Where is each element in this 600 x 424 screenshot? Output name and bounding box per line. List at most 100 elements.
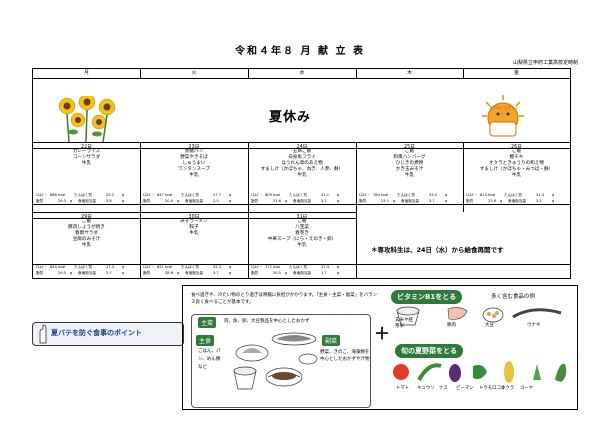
menu-item: ご飯: [404, 149, 415, 154]
nutrition-energy: ｴﾈﾙｷﾞｰ: [143, 193, 154, 197]
nutrition-kcal: kcal: [165, 265, 173, 269]
menu-item: ワンタンスープ: [178, 167, 210, 172]
menu-item: 牛乳: [81, 161, 92, 166]
nutrition-prot: 31.3: [213, 265, 222, 269]
nutrition-g1: g: [337, 193, 340, 197]
vitamin-food-2: 豚肉: [447, 323, 456, 328]
day-number: 25日: [404, 145, 415, 150]
vegetable-name: ナス: [439, 386, 448, 391]
menu-item: 豚肉しょうが焼き: [68, 225, 105, 230]
menu-item: 牛乳: [297, 173, 307, 178]
weekday-tue: 火: [140, 69, 248, 79]
nutrition-energy: ｴﾈﾙｷﾞｰ: [251, 265, 262, 269]
nutrition-energy: ｴﾈﾙｷﾞｰ: [359, 193, 370, 197]
menu-item: オクラときゅうりの和え物: [488, 161, 545, 166]
tips-banner-text: 夏バテを防ぐ食事のポイント: [51, 329, 142, 337]
vegetable-name: ゴーヤ: [520, 386, 534, 391]
nutrition-saltv: 3.7: [429, 199, 435, 203]
nutrition-salt: 食塩相当量: [293, 199, 311, 203]
vegetable-name: オクラ: [501, 386, 515, 391]
nutrition-fatv: 29.5: [58, 271, 67, 275]
menu-item: 牛乳: [189, 231, 199, 236]
day-number: 29日: [81, 215, 92, 220]
nutrition-protein: たんぱく質: [289, 265, 307, 269]
nutrition-salt: 食塩相当量: [508, 199, 526, 203]
nutrition-g1: g: [229, 193, 232, 197]
school-name: 山梨県立甲府工業高校定時制: [512, 60, 578, 66]
weekday-mon: 月: [33, 69, 140, 79]
balanced-meal-panel: 主菜 肉、魚、卵、大豆製品を中心としたおかず 主食 ごはん、パン、めん類など 副…: [191, 314, 371, 408]
vegetable-name: キュウリ: [417, 386, 435, 391]
vegetable-name: トウモロコシ: [479, 386, 506, 391]
nutrition-fatv: 20.5: [273, 271, 282, 275]
vitamin-food-3: 大豆: [485, 323, 494, 328]
nutrition-fat: 脂質: [36, 271, 44, 275]
vitamin-subtitle: 多く含む食品の例: [491, 294, 536, 300]
nutrition-g1: g: [337, 265, 340, 269]
menu-item: かき玉みそ汁: [395, 167, 424, 172]
nutrition-fat: 脂質: [251, 199, 259, 203]
nutrition-energy: ｴﾈﾙｷﾞｰ: [466, 193, 477, 197]
nutrition-prot: 31.3: [536, 193, 545, 197]
menu-item: 五目ご飯: [292, 149, 312, 154]
menu-item: 春巻き: [295, 231, 309, 236]
nutrition-fatv: 20.9: [165, 199, 174, 203]
nutrition-saltv: 2.8: [106, 199, 112, 203]
energy-value: 813: [480, 193, 487, 197]
nutrition-prot: 27.3: [106, 265, 115, 269]
nutrition-g2: g: [177, 199, 180, 203]
nutrition-saltv: 3.7: [213, 271, 219, 275]
vegetable-name: トマト: [396, 386, 410, 391]
menu-list: ご飯八宝菜春巻き中華スープ（にら・えのき・卵）牛乳: [248, 219, 356, 249]
nutrition-kcal: kcal: [381, 193, 389, 197]
menu-list: みそラーメン餃子牛乳: [140, 219, 248, 237]
nutrition-g2: g: [70, 199, 73, 203]
energy-value: 847: [157, 193, 164, 197]
weekday-wed: 水: [248, 69, 356, 79]
menu-list: ご飯和風ハンバーグひじきの煮物かき玉みそ汁牛乳: [356, 149, 463, 179]
menu-item: 牛乳: [81, 243, 92, 248]
menu-list: 五目ご飯白身魚フライほうれん草のあえ物すましけ（かぼちゃ、ねぎ、人参、麩）牛乳: [248, 149, 356, 179]
nutrition-prot: 27.4: [321, 265, 330, 269]
menu-item: 八宝菜: [295, 225, 309, 230]
menu-item: ひじきの煮物: [395, 161, 424, 166]
menu-list: カレーライスコーンサラダ牛乳: [33, 149, 140, 167]
vitamin-title: ビタミンB1をとる: [391, 290, 463, 304]
menu-item: 牛乳: [511, 173, 522, 178]
sunflower-illustration: [58, 96, 116, 142]
day-number: 24日: [296, 145, 308, 150]
nutrition-fatv: 23.6: [488, 199, 497, 203]
menu-item: 野菜やきそば: [180, 155, 208, 160]
day-number: 31日: [296, 215, 308, 220]
nutrition-prot: 33.0: [429, 193, 438, 197]
nutrition-g2: g: [500, 199, 503, 203]
nutrition-energy: ｴﾈﾙｷﾞｰ: [251, 193, 262, 197]
meal-tray-illustration: [233, 332, 318, 390]
page-title: 令和４年８ 月 献 立 表: [235, 46, 365, 57]
vegetable-name: ピーマン: [456, 386, 474, 391]
tips-intro: 食べ過ぎや、冷たい物のとり過ぎは胃腸に負担がかかります。「主食・主菜・副菜」をバ…: [191, 293, 378, 305]
nutrition-fatv: 28.6: [165, 271, 174, 275]
vitamin-food-4: ウナギ: [527, 323, 541, 328]
nutrition-kcal: kcal: [58, 265, 66, 269]
energy-value: 821: [157, 265, 164, 269]
nutrition-salt: 食塩相当量: [78, 271, 96, 275]
nutrition-saltv: 3.2: [536, 199, 542, 203]
menu-grid: 月 火 水 木 金 熱中症に注意しよう！ 夏休み: [32, 68, 571, 279]
nutrition-protein: たんぱく質: [74, 193, 92, 197]
energy-value: 840: [50, 265, 57, 269]
menu-item: ほうれん草のあえ物: [281, 161, 323, 166]
menu-list: ご飯鰹チキオクラときゅうりの和え物すましけ（かぼちゃ・みつば・麩）牛乳: [463, 149, 570, 179]
nutrition-g3: g: [552, 199, 555, 203]
nutrition-g1: g: [122, 265, 125, 269]
mascot-sign: 熱中症に注意しよう！: [489, 106, 519, 115]
nutrition-g2: g: [285, 271, 288, 275]
nutrition-g3: g: [229, 199, 232, 203]
menu-item: ご飯: [297, 219, 307, 224]
nutrition-prot: 31.1: [321, 193, 330, 197]
nutrition-protein: たんぱく質: [504, 193, 522, 197]
nutrition-kcal: kcal: [58, 193, 66, 197]
fukusai-text: 野菜、きのこ、海藻類を中心としたおかずや汁物: [320, 350, 370, 362]
nutrition-saltv: 2.7: [106, 271, 112, 275]
menu-item: コーンサラダ: [72, 155, 101, 160]
